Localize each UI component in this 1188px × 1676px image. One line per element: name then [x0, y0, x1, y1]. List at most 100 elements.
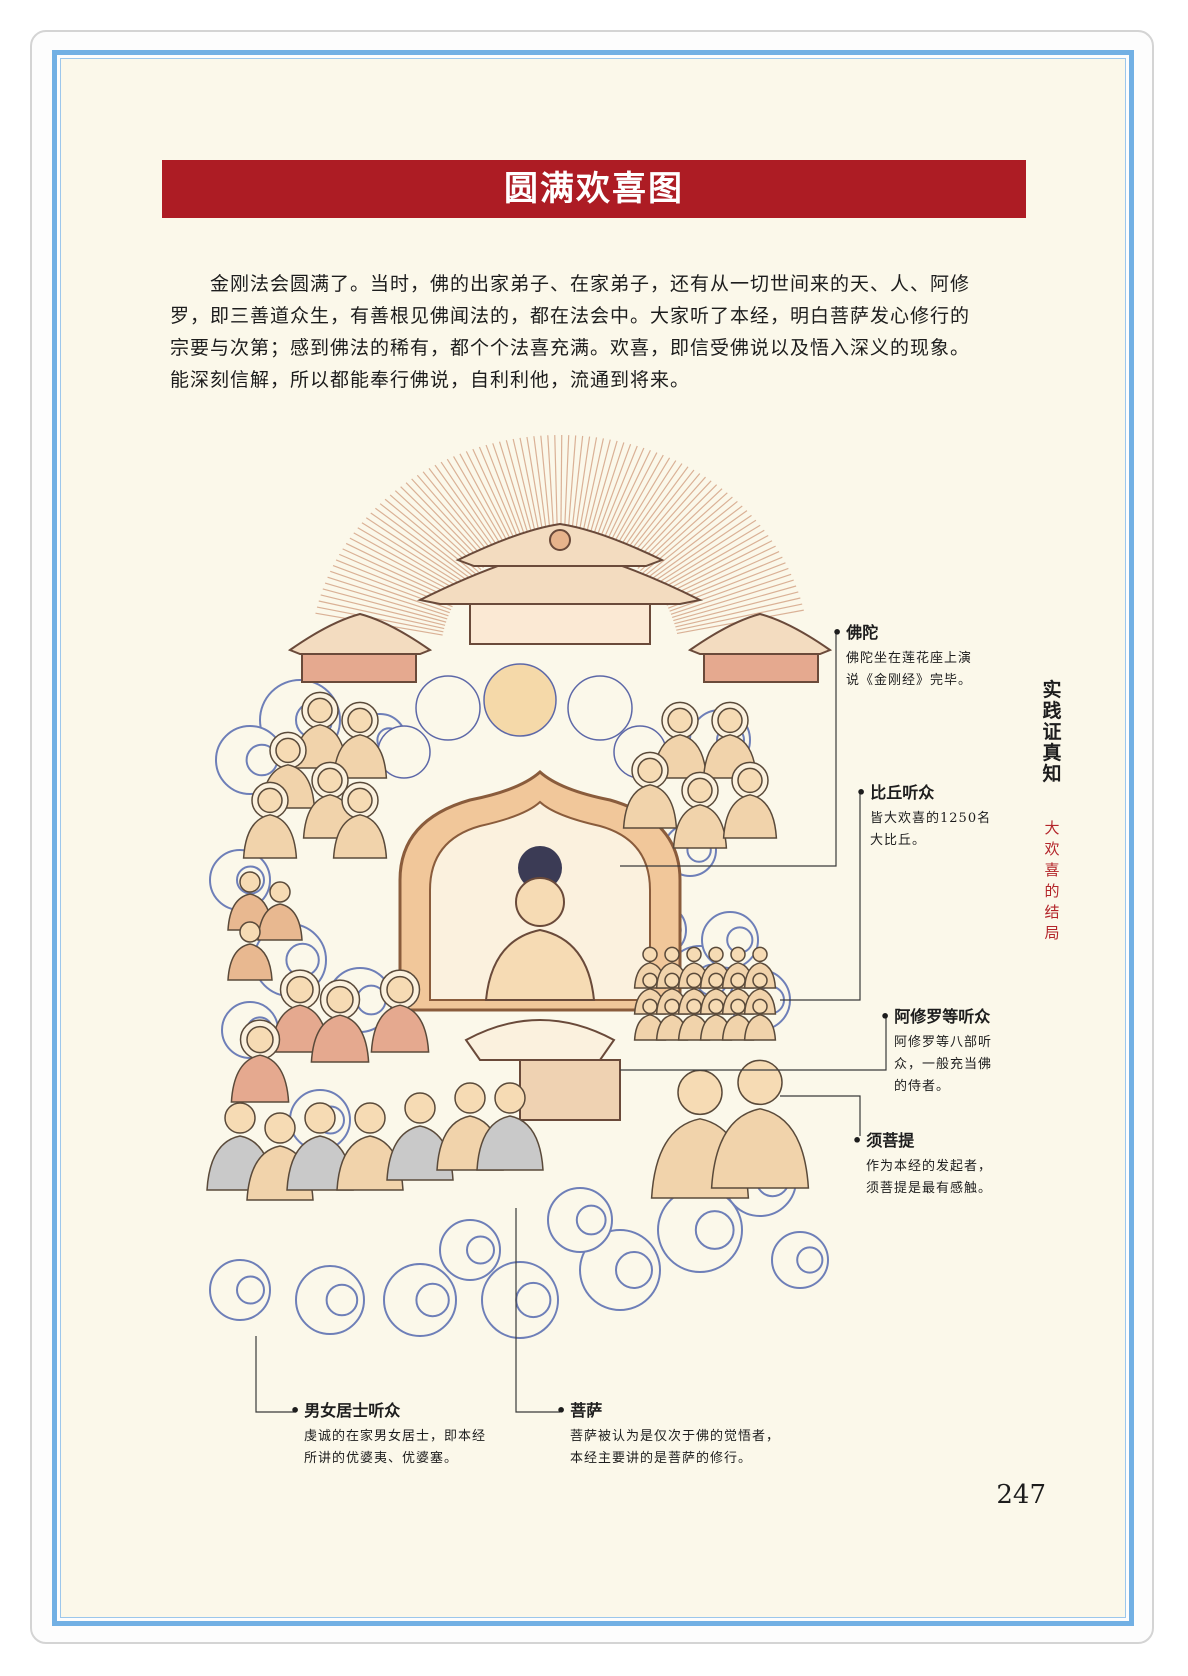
halo-ray — [602, 449, 651, 549]
figure-head — [686, 972, 702, 989]
figure-robe — [722, 794, 778, 839]
callout-bhikshu-head: 比丘听众 — [856, 782, 991, 804]
figure-robe — [227, 943, 273, 981]
halo-ray — [644, 500, 738, 576]
halo-ray — [322, 588, 447, 623]
cloud-swirl-inner — [796, 1246, 824, 1274]
figure-head — [637, 757, 663, 784]
callout-bodhisattva-head: 菩萨 — [556, 1400, 780, 1422]
page-title: 圆满欢喜图 — [504, 169, 684, 209]
figures-right — [622, 701, 810, 1199]
halo-ray — [586, 440, 618, 544]
figure-head — [246, 1025, 274, 1054]
figure-head — [326, 985, 354, 1014]
figure-head — [454, 1082, 486, 1114]
halo-ray — [361, 522, 466, 588]
halo-ray — [649, 510, 748, 581]
halo-ray — [405, 482, 487, 566]
halo-ray — [659, 534, 769, 595]
figure-head — [752, 946, 768, 963]
figure-head — [224, 1102, 256, 1134]
halo-ray — [478, 446, 522, 547]
halo-ray — [540, 435, 552, 541]
buddha-throne — [398, 769, 682, 1121]
figure-head — [667, 707, 693, 734]
halo-ray — [612, 457, 671, 553]
halo-rays — [315, 435, 804, 636]
palace-roofs — [287, 522, 833, 683]
figure-head — [347, 707, 373, 734]
figure-robe — [672, 804, 728, 849]
halo-ray — [547, 435, 555, 541]
figure-head — [269, 881, 291, 903]
callout-subhuti: 须菩提 作为本经的发起者， 须菩提是最有感触。 — [852, 1130, 992, 1200]
figure-head — [664, 998, 680, 1015]
halo-ray — [672, 579, 794, 618]
figure-head — [286, 975, 314, 1004]
cloud-swirl — [295, 1265, 365, 1335]
halo-ray — [365, 517, 468, 585]
halo-ray — [655, 524, 761, 589]
halo-ray — [357, 527, 464, 590]
halo-ray — [580, 438, 604, 542]
halo-ray — [593, 443, 632, 546]
halo-ray — [670, 573, 792, 615]
callout-bhikshu: 比丘听众 皆大欢喜的1250名 大比丘。 — [856, 782, 991, 852]
callout-buddha: 佛陀 佛陀坐在莲花座上演 说《金刚经》完毕。 — [832, 622, 972, 692]
halo-ray — [320, 594, 446, 626]
halo-ray — [327, 576, 449, 617]
halo-ray — [590, 442, 625, 545]
figure-head — [642, 946, 658, 963]
halo-ray — [353, 532, 462, 593]
figure-robe — [370, 1004, 430, 1053]
figure-head — [686, 998, 702, 1015]
figure-head — [264, 1112, 296, 1144]
figure-head — [317, 767, 343, 794]
halo-ray — [560, 435, 563, 541]
halo-ray — [434, 464, 501, 557]
figure-head — [687, 777, 713, 804]
figure-head — [642, 972, 658, 989]
figure-head — [677, 1069, 723, 1116]
halo-ray — [596, 445, 638, 547]
halo-ray — [505, 440, 535, 543]
figure-head — [717, 707, 743, 734]
halo-ray — [563, 435, 570, 541]
callout-subhuti-head: 须菩提 — [852, 1130, 992, 1152]
halo-ray — [605, 452, 658, 550]
halo-ray — [583, 439, 611, 543]
cloud-swirl-inner — [415, 1282, 450, 1318]
cloud-swirl-inner — [694, 1210, 735, 1250]
halo-ray — [653, 519, 757, 586]
cloud-swirl-inner — [325, 1283, 359, 1317]
figure-robe — [310, 1014, 370, 1063]
figure-head — [275, 737, 301, 764]
cloud-swirl — [383, 1263, 457, 1337]
figure-head — [239, 871, 261, 893]
callout-buddha-head: 佛陀 — [832, 622, 972, 644]
figure-head — [494, 1082, 526, 1114]
callout-bodhisattva-desc: 菩萨被认为是仅次于佛的觉悟者， 本经主要讲的是菩萨的修行。 — [570, 1429, 781, 1466]
halo-ray — [526, 436, 545, 542]
figure-head — [708, 946, 724, 963]
figures-left — [206, 691, 544, 1201]
halo-ray — [345, 542, 458, 599]
callout-laity-desc: 虔诚的在家男女居士，即本经 所讲的优婆夷、优婆塞。 — [304, 1429, 487, 1466]
figure-robe — [242, 814, 298, 859]
figure-head — [686, 946, 702, 963]
halo-ray — [428, 467, 498, 559]
figure-head — [730, 998, 746, 1015]
cloud-swirl — [657, 1187, 743, 1273]
halo-ray — [554, 435, 559, 541]
callout-bodhisattva: 菩萨 菩萨被认为是仅次于佛的觉悟者， 本经主要讲的是菩萨的修行。 — [556, 1400, 780, 1470]
halo-ray — [669, 567, 789, 612]
figure-head — [737, 767, 763, 794]
figure-robe — [332, 814, 388, 859]
figure-head — [304, 1102, 336, 1134]
figure-head — [307, 697, 333, 724]
halo-ray — [519, 437, 542, 542]
cloud-swirl — [209, 1259, 271, 1321]
halo-ray — [609, 454, 664, 552]
lotus-flowers — [377, 663, 667, 779]
